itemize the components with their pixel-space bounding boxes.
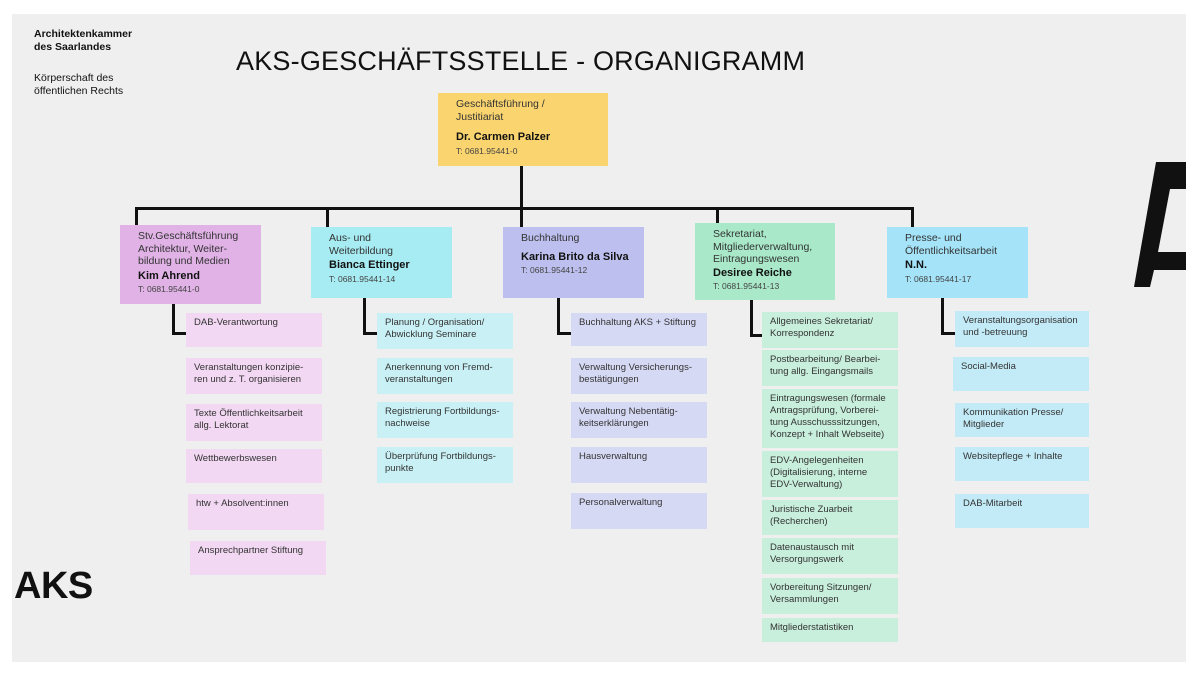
box-dept-label: Buchhaltung: [521, 232, 580, 244]
connector-drop-5: [911, 207, 914, 227]
task-item: Allgemeines Sekretariat/ Korrespondenz: [762, 312, 898, 348]
connector-horizontal: [135, 207, 914, 210]
box-phone: T: 0681.95441-0: [138, 284, 200, 294]
connector-top: [520, 164, 523, 209]
box-presse-oeffentlichkeit: Presse- und Öffentlichkeitsarbeit N.N. T…: [887, 227, 1028, 298]
connector-tasks-5-h: [941, 332, 955, 335]
connector-tasks-3-v: [557, 298, 560, 334]
task-item: Eintragungswesen (formale Antragsprüfung…: [762, 389, 898, 448]
box-sekretariat: Sekretariat, Mitgliederverwaltung, Eintr…: [695, 223, 835, 300]
task-item: Texte Öffentlichkeitsarbeit allg. Lektor…: [186, 404, 322, 441]
task-item: Verwaltung Versicherungs- bestätigungen: [571, 358, 707, 394]
slide: Architektenkammer des Saarlandes Körpers…: [12, 14, 1186, 662]
task-item: Planung / Organisation/ Abwicklung Semin…: [377, 313, 513, 349]
task-item: Vorbereitung Sitzungen/ Versammlungen: [762, 578, 898, 614]
box-person-name: Karina Brito da Silva: [521, 250, 629, 263]
connector-tasks-4-h: [750, 334, 764, 337]
box-phone: T: 0681.95441-0: [456, 145, 518, 156]
org-name-line2: des Saarlandes: [34, 41, 112, 53]
task-item: Wettbewerbswesen: [186, 449, 322, 483]
box-phone: T: 0681.95441-17: [905, 273, 972, 284]
box-geschaeftsfuehrung: Geschäftsführung / Justitiariat Dr. Carm…: [438, 93, 608, 166]
task-item: htw + Absolvent:innen: [188, 494, 324, 530]
box-person-name: N.N.: [905, 259, 927, 271]
box-person-name: Desiree Reiche: [713, 266, 792, 279]
box-dept-label: Stv.Geschäftsführung Architektur, Weiter…: [138, 230, 239, 267]
box-person-name: Kim Ahrend: [138, 269, 200, 282]
box-phone: T: 0681.95441-13: [713, 281, 780, 291]
task-item: Personalverwaltung: [571, 493, 707, 529]
org-type-line1: Körperschaft des: [34, 72, 114, 84]
box-person-name: Dr. Carmen Palzer: [456, 131, 551, 143]
connector-drop-2: [326, 207, 329, 227]
connector-tasks-5-v: [941, 298, 944, 334]
task-item: DAB-Verantwortung: [186, 313, 322, 347]
task-item: Social-Media: [953, 357, 1089, 391]
box-buchhaltung: Buchhaltung Karina Brito da Silva T: 068…: [503, 227, 644, 298]
task-item: Veranstaltungen konzipie- ren und z. T. …: [186, 358, 322, 394]
connector-tasks-3-h: [557, 332, 571, 335]
page-title: AKS-GESCHÄFTSSTELLE - ORGANIGRAMM: [236, 46, 806, 76]
aks-logo-partial-icon: [1134, 162, 1186, 287]
aks-logo-bottom: AKS: [14, 565, 93, 607]
task-item: Datenaustausch mit Versorgungswerk: [762, 538, 898, 574]
connector-drop-3: [520, 207, 523, 227]
task-item: Buchhaltung AKS + Stiftung: [571, 313, 707, 346]
task-item: Kommunikation Presse/ Mitglieder: [955, 403, 1089, 437]
task-item: Websitepflege + Inhalte: [955, 447, 1089, 481]
task-item: Mitgliederstatistiken: [762, 618, 898, 642]
connector-tasks-2-h: [363, 332, 377, 335]
box-phone: T: 0681.95441-12: [521, 265, 588, 275]
box-phone: T: 0681.95441-14: [329, 273, 396, 284]
task-item: Ansprechpartner Stiftung: [190, 541, 326, 575]
task-item: Überprüfung Fortbildungs- punkte: [377, 447, 513, 483]
connector-drop-4: [716, 207, 719, 227]
task-item: EDV-Angelegenheiten (Digitalisierung, in…: [762, 451, 898, 497]
connector-tasks-1-v: [172, 302, 175, 334]
connector-drop-1: [135, 207, 138, 227]
box-dept-label: Geschäftsführung / Justitiariat: [456, 98, 545, 123]
task-item: Hausverwaltung: [571, 447, 707, 483]
box-dept-label: Sekretariat, Mitgliederverwaltung, Eintr…: [713, 228, 813, 265]
task-item: DAB-Mitarbeit: [955, 494, 1089, 528]
box-dept-label: Aus- und Weiterbildung: [329, 232, 394, 257]
task-item: Veranstaltungsorganisation und -betreuun…: [955, 311, 1089, 347]
box-stv-geschaeftsfuehrung: Stv.Geschäftsführung Architektur, Weiter…: [120, 225, 261, 304]
task-item: Juristische Zuarbeit (Recherchen): [762, 500, 898, 535]
task-item: Postbearbeitung/ Bearbei- tung allg. Ein…: [762, 350, 898, 386]
task-item: Verwaltung Nebentätig- keitserklärungen: [571, 402, 707, 438]
task-item: Anerkennung von Fremd- veranstaltungen: [377, 358, 513, 394]
connector-tasks-1-h: [172, 332, 186, 335]
task-item: Registrierung Fortbildungs- nachweise: [377, 402, 513, 438]
box-dept-label: Presse- und Öffentlichkeitsarbeit: [905, 232, 998, 257]
org-type-line2: öffentlichen Rechts: [34, 85, 124, 97]
connector-tasks-4-v: [750, 300, 753, 336]
connector-tasks-2-v: [363, 298, 366, 334]
box-aus-weiterbildung: Aus- und Weiterbildung Bianca Ettinger T…: [311, 227, 452, 298]
org-name-line1: Architektenkammer: [34, 28, 133, 40]
box-person-name: Bianca Ettinger: [329, 259, 410, 271]
